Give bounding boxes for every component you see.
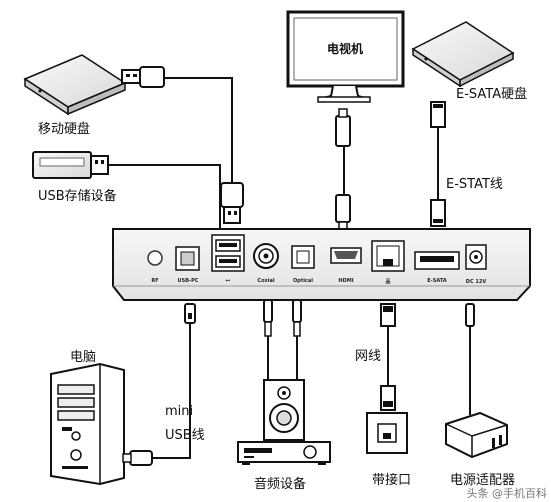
broadband-port-label: 带接口 bbox=[372, 473, 412, 488]
network-plug-top-icon bbox=[380, 303, 396, 327]
esata-cable-label: E-STAT线 bbox=[446, 177, 503, 192]
coaxial-port: Coxial bbox=[253, 243, 279, 284]
cables bbox=[108, 77, 471, 459]
mobile-hdd-label: 移动硬盘 bbox=[38, 122, 91, 137]
broadband-socket-icon bbox=[366, 412, 408, 454]
power-plug-icon bbox=[465, 303, 475, 327]
mobile-hdd-cable bbox=[163, 77, 233, 183]
usb-pc-port: USB-PC bbox=[175, 246, 200, 284]
hdmi-port: HDMI bbox=[330, 247, 362, 284]
esata-plug-bottom-icon bbox=[430, 199, 446, 227]
rf-port-label: RF bbox=[151, 278, 158, 284]
usb-storage-icon bbox=[32, 151, 109, 179]
mini-usb-plug-top-icon bbox=[184, 303, 196, 324]
esata-plug-top-icon bbox=[430, 101, 446, 128]
network-cable-label: 网线 bbox=[355, 349, 382, 364]
coaxial-port-label: Coxial bbox=[257, 278, 274, 284]
lan-port-label: 品 bbox=[385, 278, 390, 285]
dc-port-label: DC 12V bbox=[466, 279, 487, 285]
usb-host-port-label: ⊷ bbox=[226, 278, 231, 284]
usb-host-ports: ⊷ bbox=[211, 234, 245, 284]
audio-plug-left-icon bbox=[263, 299, 273, 337]
watermark: 头条 @手机百科 bbox=[466, 487, 548, 500]
rf-port: RF bbox=[147, 250, 163, 284]
esata-hdd-label: E-SATA硬盘 bbox=[456, 87, 528, 102]
usb-pc-port-label: USB-PC bbox=[178, 278, 199, 284]
esata-port-label: E-SATA bbox=[427, 278, 447, 284]
usb-plug-box-top-icon bbox=[220, 182, 244, 224]
audio-device-label: 音频设备 bbox=[254, 477, 307, 492]
lan-port: 品 bbox=[371, 240, 405, 285]
speaker-icon bbox=[263, 379, 305, 441]
hdmi-plug-top-icon bbox=[335, 108, 351, 147]
mini-usb-plug-pc-icon bbox=[122, 450, 153, 466]
dc-port: DC 12V bbox=[465, 244, 487, 285]
hdmi-plug-bottom-icon bbox=[335, 194, 351, 231]
usb-storage-label: USB存储设备 bbox=[38, 189, 117, 204]
optical-port-label: Optical bbox=[293, 278, 313, 284]
audio-plug-right-icon bbox=[292, 299, 302, 337]
pc-label: 电脑 bbox=[70, 350, 97, 365]
pc-tower-icon bbox=[50, 362, 125, 486]
mini-usb-label-line2: USB线 bbox=[165, 428, 205, 443]
usb-plug-mobile-hdd-icon bbox=[121, 66, 165, 88]
network-plug-bottom-icon bbox=[380, 385, 396, 411]
hdmi-port-label: HDMI bbox=[338, 278, 353, 284]
optical-port: Optical bbox=[291, 245, 315, 284]
tv-label: 电视机 bbox=[327, 41, 363, 56]
power-adapter-label: 电源适配器 bbox=[450, 473, 516, 488]
amplifier-icon bbox=[237, 441, 331, 465]
esata-hdd-icon bbox=[411, 21, 515, 88]
mini-usb-label-line1: mini bbox=[165, 404, 194, 419]
power-adapter-icon bbox=[445, 411, 508, 459]
usb-storage-cable bbox=[108, 164, 221, 235]
mini-usb-cable bbox=[152, 323, 191, 459]
mobile-hdd-icon bbox=[23, 54, 127, 116]
tv-icon: 电视机 bbox=[286, 10, 405, 103]
esata-port: E-SATA bbox=[414, 251, 460, 284]
